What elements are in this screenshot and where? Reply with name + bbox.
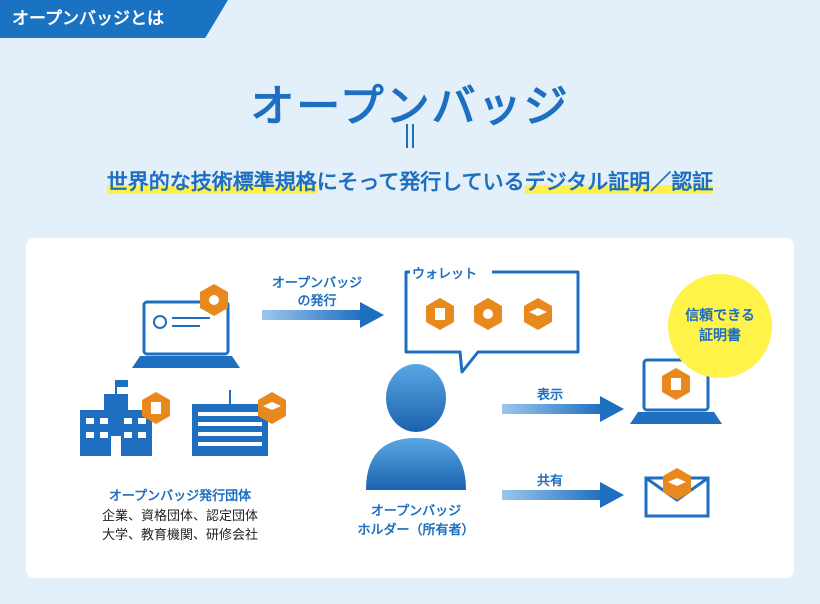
trust-badge: 信頼できる 証明書 bbox=[668, 274, 772, 378]
trust-line-1: 信頼できる bbox=[685, 308, 755, 324]
display-laptop-icon bbox=[630, 358, 722, 424]
holder-person-icon bbox=[366, 364, 466, 490]
issue-label-1: オープンバッジ bbox=[271, 276, 363, 291]
award-badge-icon bbox=[200, 284, 228, 316]
holder-label-2: ホルダー（所有者） bbox=[357, 523, 475, 538]
holder-label-1: オープンバッジ bbox=[370, 504, 462, 519]
trust-line-2: 証明書 bbox=[699, 328, 741, 344]
award-badge-icon bbox=[474, 298, 502, 330]
subtitle-part-1: 世界的な技術標準規格 bbox=[106, 170, 317, 194]
issuer-desc-2: 大学、教育機関、研修会社 bbox=[101, 528, 258, 543]
subtitle-part-2: にそって発行している bbox=[316, 170, 525, 194]
office-building-icon bbox=[192, 390, 268, 456]
issue-label-2: の発行 bbox=[297, 294, 337, 309]
wallet-label: ウォレット bbox=[412, 267, 478, 282]
graduation-badge-icon bbox=[663, 468, 691, 500]
section-tag: オープンバッジとは bbox=[0, 0, 228, 38]
display-arrow bbox=[502, 396, 624, 422]
graduation-badge-icon bbox=[258, 392, 286, 424]
issuer-laptop-icon bbox=[132, 300, 240, 368]
certificate-badge-icon bbox=[426, 298, 454, 330]
page-title: オープンバッジ bbox=[250, 81, 570, 132]
certificate-badge-icon bbox=[142, 392, 170, 424]
equals-sign bbox=[404, 124, 416, 150]
page-subtitle: 世界的な技術標準規格にそって発行しているデジタル証明／認証 bbox=[0, 166, 820, 196]
issuer-desc-1: 企業、資格団体、認定団体 bbox=[101, 509, 258, 524]
subtitle-part-3: デジタル証明／認証 bbox=[524, 170, 714, 194]
issue-arrow bbox=[262, 302, 384, 328]
issuer-title: オープンバッジ発行団体 bbox=[108, 489, 252, 504]
certificate-badge-icon bbox=[662, 368, 690, 400]
graduation-badge-icon bbox=[524, 298, 552, 330]
share-arrow bbox=[502, 482, 624, 508]
school-building-icon bbox=[80, 380, 152, 456]
display-label: 表示 bbox=[536, 388, 563, 403]
share-label: 共有 bbox=[536, 474, 563, 489]
